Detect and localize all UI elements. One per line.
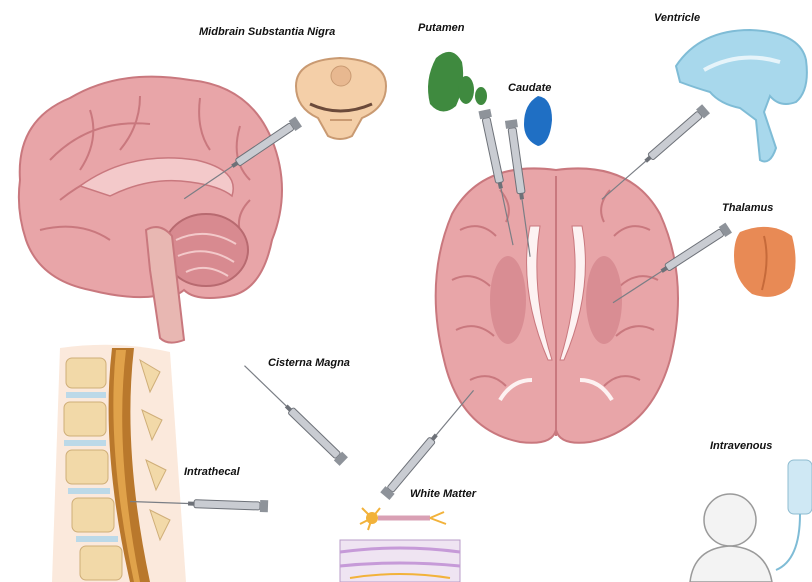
white-matter-illustration bbox=[340, 508, 460, 582]
caudate-illustration bbox=[524, 96, 552, 146]
label-thalamus: Thalamus bbox=[722, 202, 773, 214]
label-white-matter: White Matter bbox=[410, 488, 476, 500]
spine-illustration bbox=[52, 345, 186, 582]
label-ventricle: Ventricle bbox=[654, 12, 700, 24]
thalamus-illustration bbox=[734, 227, 796, 297]
sagittal-brain bbox=[19, 77, 282, 343]
midbrain-illustration bbox=[296, 58, 386, 139]
ventricle-illustration bbox=[676, 30, 807, 162]
axial-brain bbox=[436, 168, 678, 442]
syringe-ventricle bbox=[598, 104, 710, 204]
label-caudate: Caudate bbox=[508, 82, 551, 94]
label-cisterna-magna: Cisterna Magna bbox=[268, 357, 350, 369]
syringe-cisterna-magna bbox=[240, 361, 348, 465]
label-intravenous: Intravenous bbox=[710, 440, 772, 452]
label-midbrain-substantia-nigra: Midbrain Substantia Nigra bbox=[199, 26, 335, 38]
putamen-illustration bbox=[428, 52, 487, 112]
label-intrathecal: Intrathecal bbox=[184, 466, 240, 478]
intravenous-illustration bbox=[690, 460, 812, 582]
label-putamen: Putamen bbox=[418, 22, 464, 34]
